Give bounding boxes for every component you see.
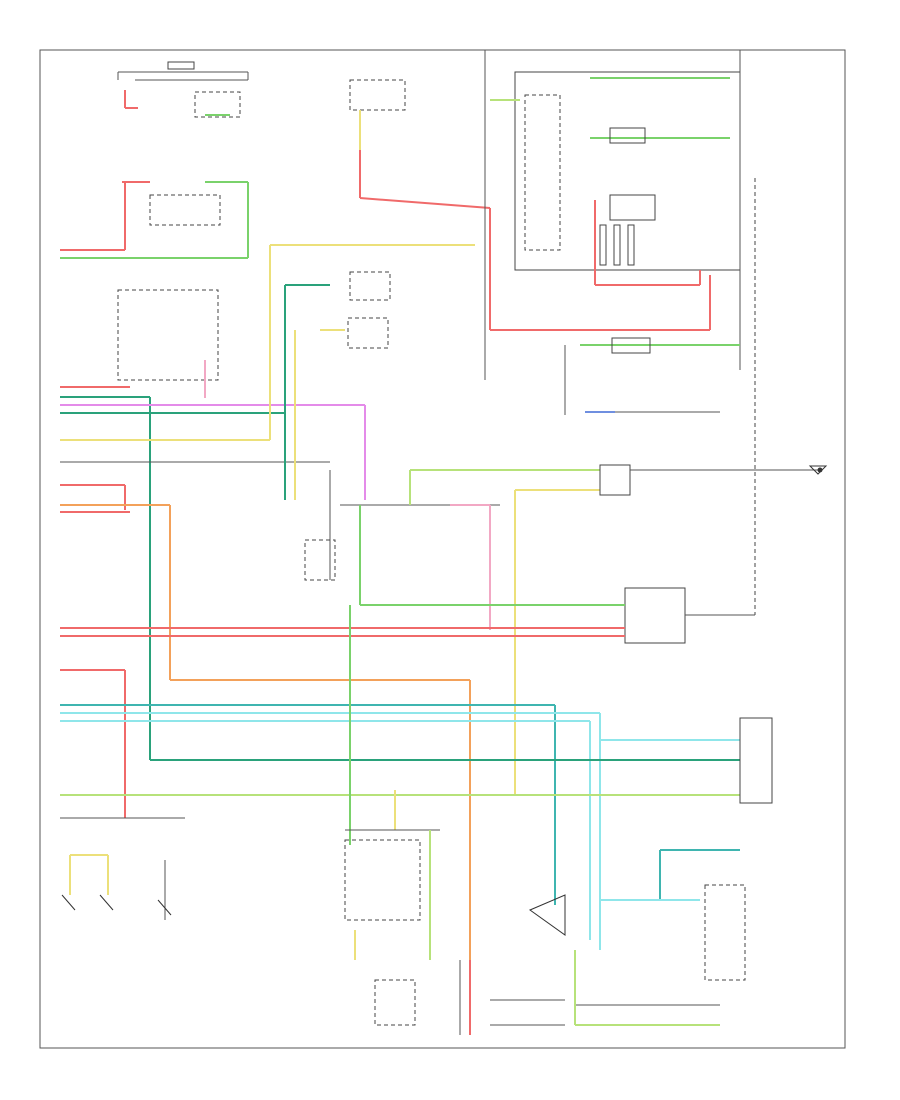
bottom-center-module xyxy=(344,829,566,1035)
middle-left-harness xyxy=(60,244,475,960)
right-center-relay xyxy=(60,464,823,644)
bottom-left-switches xyxy=(60,817,185,920)
lower-harness xyxy=(60,605,773,950)
top-right-relay-block xyxy=(490,50,756,615)
center-module xyxy=(304,469,600,795)
top-left-relay-group xyxy=(60,61,249,259)
diagram-frame xyxy=(39,49,846,1049)
mid-right-relay xyxy=(564,337,740,415)
top-center-module xyxy=(349,50,711,380)
bottom-right-module xyxy=(574,849,746,1026)
ground-icon xyxy=(808,465,828,475)
upper-center-connectors xyxy=(204,271,391,500)
